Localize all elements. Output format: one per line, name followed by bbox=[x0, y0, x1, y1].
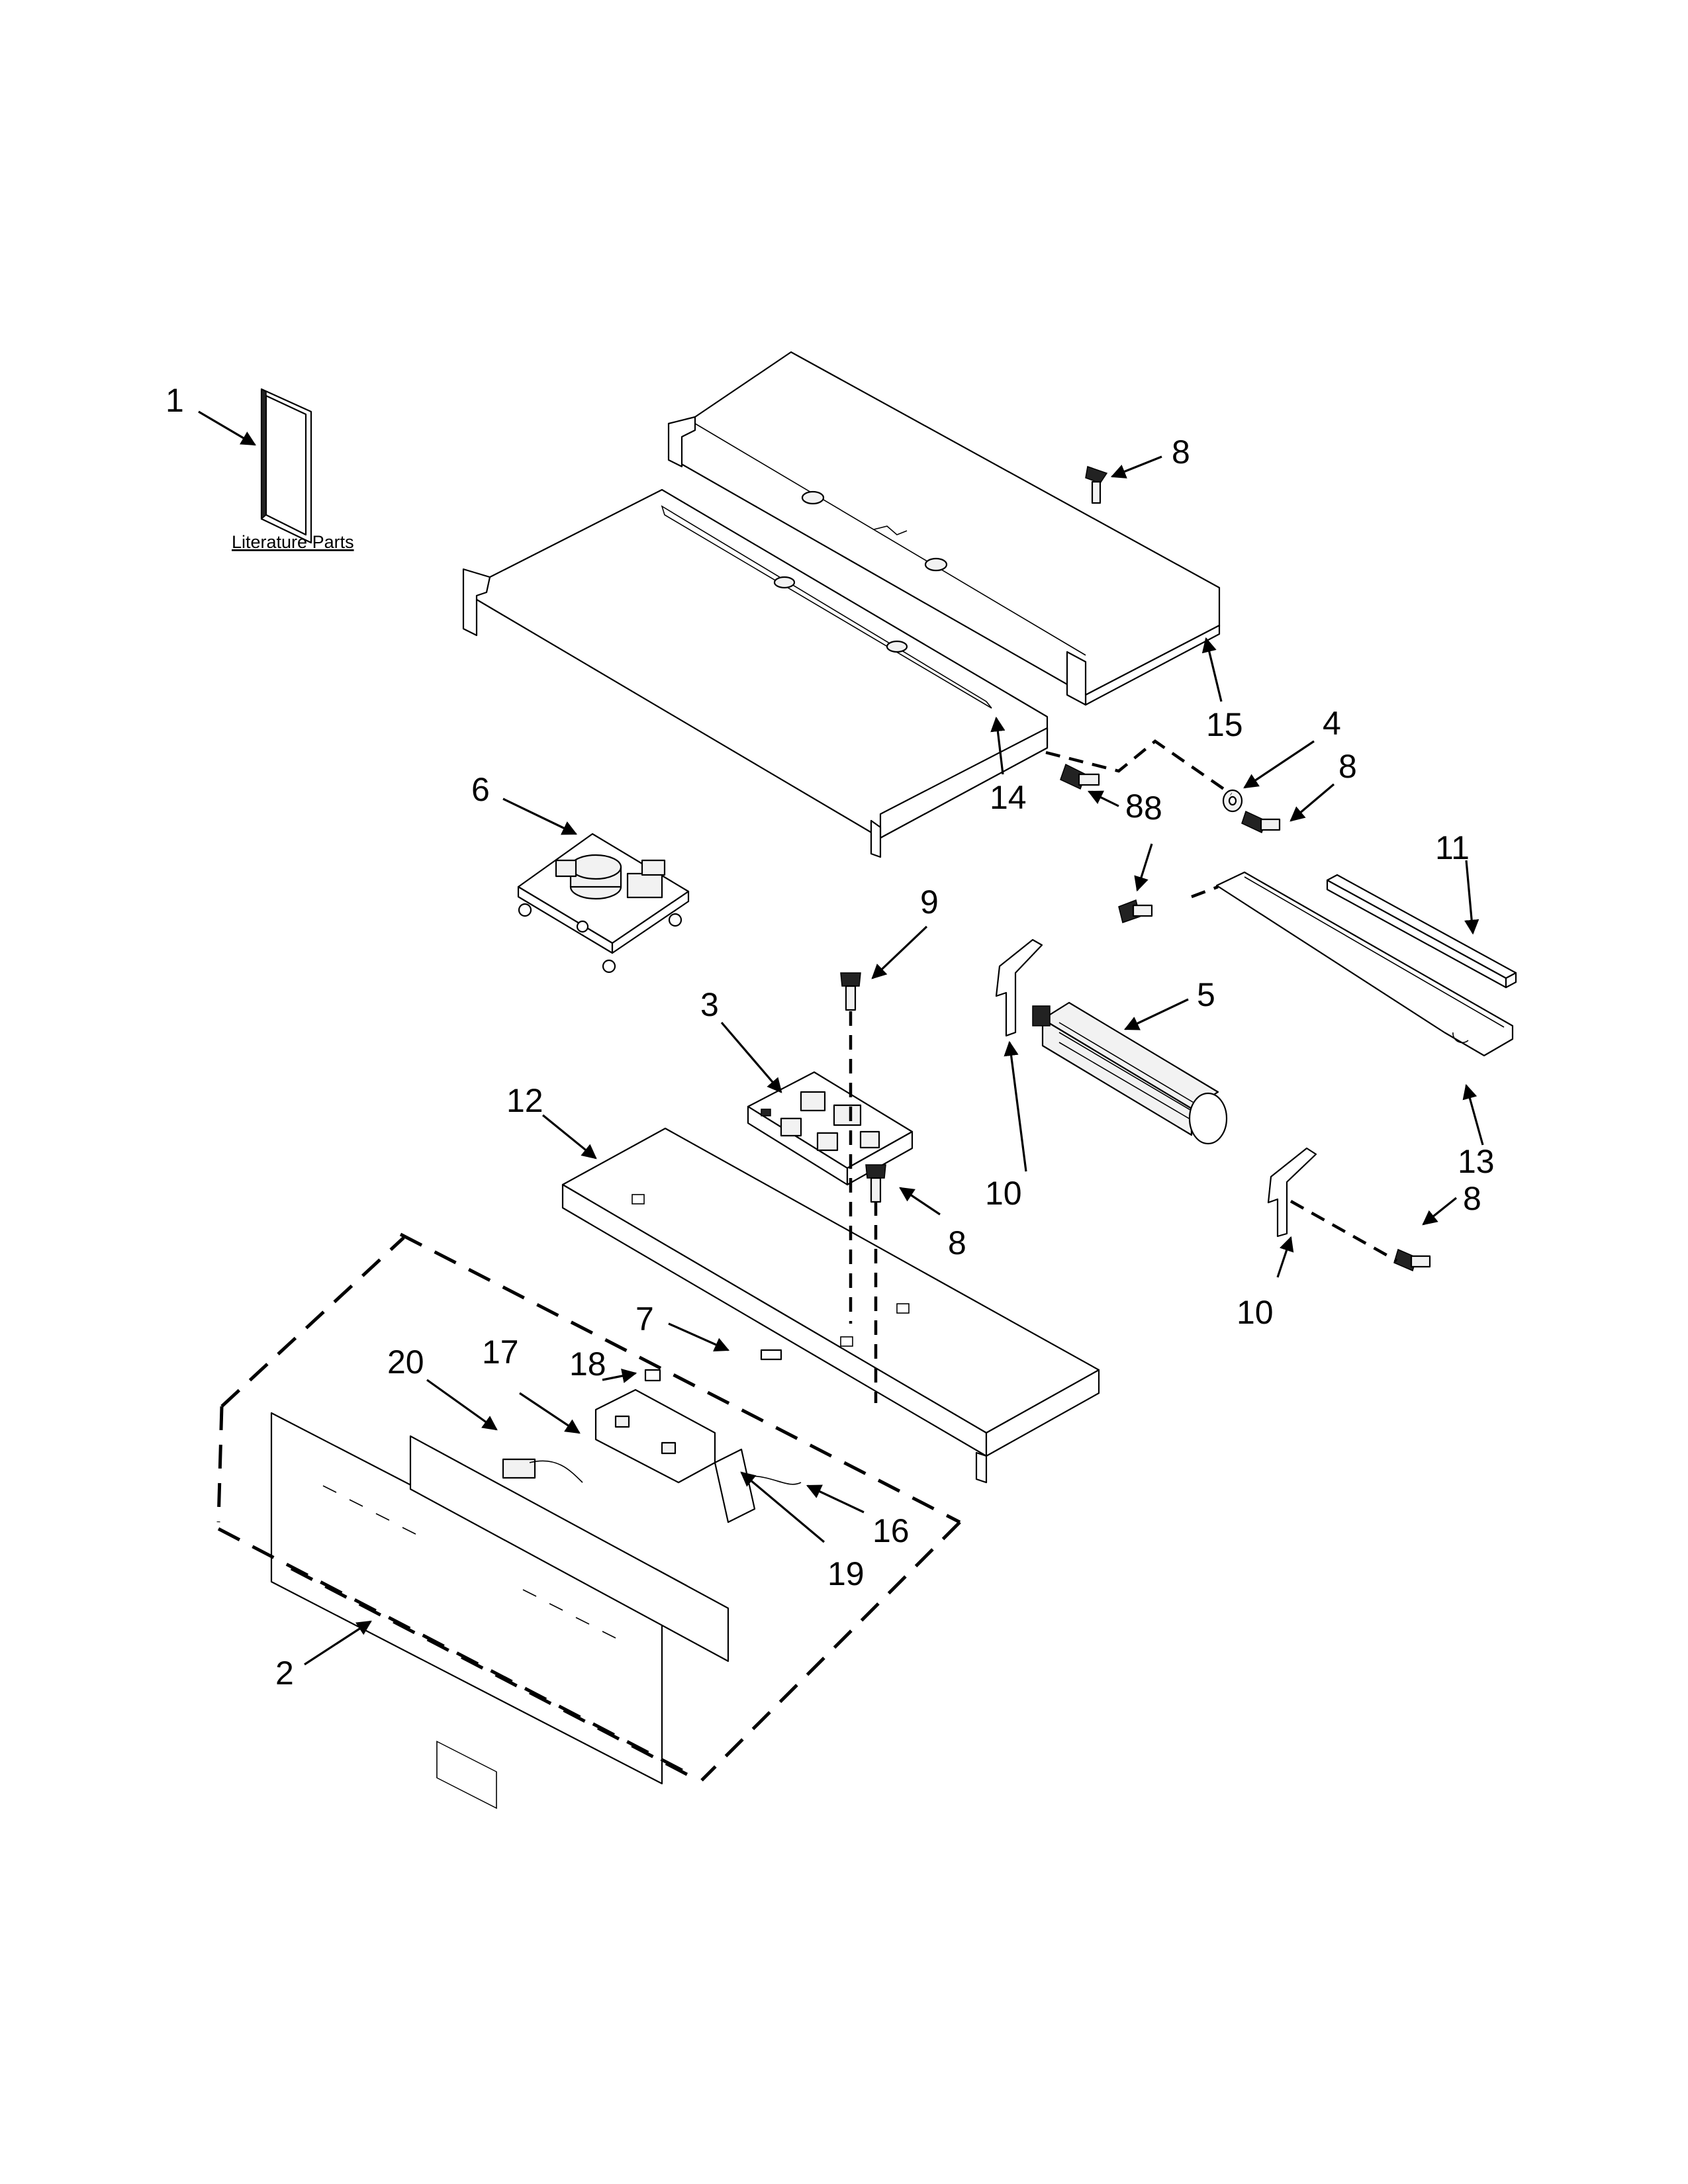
lower-cover-panel bbox=[462, 488, 1049, 858]
callout-18: 18 bbox=[569, 1345, 606, 1383]
callout-6: 6 bbox=[471, 771, 490, 808]
callout-numbers: 1 2 3 4 5 6 7 8 8 8 8 8 8 9 10 10 11 12 … bbox=[165, 382, 1495, 1692]
callout-19: 19 bbox=[827, 1555, 865, 1592]
foam-strip bbox=[1326, 874, 1517, 989]
leader-arrows bbox=[198, 410, 1484, 1666]
callout-9: 9 bbox=[920, 884, 939, 921]
callout-4: 4 bbox=[1323, 705, 1341, 742]
callout-10-left: 10 bbox=[985, 1175, 1022, 1212]
fan-mount-bracket bbox=[1215, 871, 1514, 1057]
callout-8-panel: 8 bbox=[1125, 788, 1144, 825]
screw-9 bbox=[840, 972, 861, 1011]
fan-motor bbox=[1188, 1092, 1228, 1145]
cover-hole bbox=[773, 576, 796, 589]
cover-hole bbox=[886, 640, 908, 653]
screw-8-panel bbox=[1060, 763, 1100, 790]
assembly-lines bbox=[849, 739, 1398, 1403]
upper-cover-panel bbox=[667, 351, 1221, 706]
callout-8-top: 8 bbox=[1172, 433, 1190, 471]
callout-5: 5 bbox=[1197, 976, 1215, 1013]
cover-hole bbox=[924, 557, 948, 572]
callout-7: 7 bbox=[635, 1300, 654, 1338]
callout-1: 1 bbox=[165, 382, 184, 419]
user-interface-board bbox=[594, 1388, 716, 1484]
relay-board bbox=[747, 1071, 914, 1186]
callout-15: 15 bbox=[1206, 706, 1243, 743]
callout-8-bracket: 8 bbox=[1144, 790, 1162, 827]
control-board bbox=[409, 1435, 729, 1662]
screw-8-bracket bbox=[1118, 899, 1153, 923]
callout-3: 3 bbox=[700, 986, 719, 1023]
control-assembly-boundary bbox=[216, 1232, 961, 1782]
bracket-clip bbox=[644, 1349, 782, 1382]
callout-20: 20 bbox=[387, 1343, 424, 1381]
power-board bbox=[517, 833, 690, 974]
control-mount-plate bbox=[561, 1127, 1100, 1484]
callout-8-washer: 8 bbox=[1338, 748, 1357, 785]
fan-bracket-left bbox=[995, 938, 1043, 1037]
literature-parts-label: Literature Parts bbox=[232, 532, 354, 552]
callout-14: 14 bbox=[990, 779, 1027, 816]
callout-2: 2 bbox=[275, 1655, 294, 1692]
screw-8-washer bbox=[1241, 810, 1281, 834]
washer-4 bbox=[1222, 789, 1243, 813]
callout-17: 17 bbox=[482, 1334, 519, 1371]
fan-bracket-right bbox=[1267, 1147, 1317, 1238]
callout-10-right: 10 bbox=[1237, 1294, 1274, 1331]
cover-hole bbox=[801, 490, 825, 505]
screw-8-right bbox=[1393, 1248, 1431, 1272]
callout-8-right: 8 bbox=[1463, 1180, 1481, 1217]
cooling-fan bbox=[1032, 1001, 1228, 1145]
callout-12: 12 bbox=[506, 1082, 543, 1119]
screw-8-plate bbox=[865, 1164, 886, 1203]
callout-13: 13 bbox=[1458, 1143, 1495, 1180]
harness-board bbox=[714, 1448, 802, 1524]
callout-16: 16 bbox=[872, 1512, 910, 1549]
screw-8-top bbox=[1085, 466, 1108, 504]
literature-booklet: Literature Parts bbox=[232, 388, 354, 552]
callout-11: 11 bbox=[1435, 829, 1470, 866]
callout-8-plate: 8 bbox=[948, 1224, 966, 1261]
